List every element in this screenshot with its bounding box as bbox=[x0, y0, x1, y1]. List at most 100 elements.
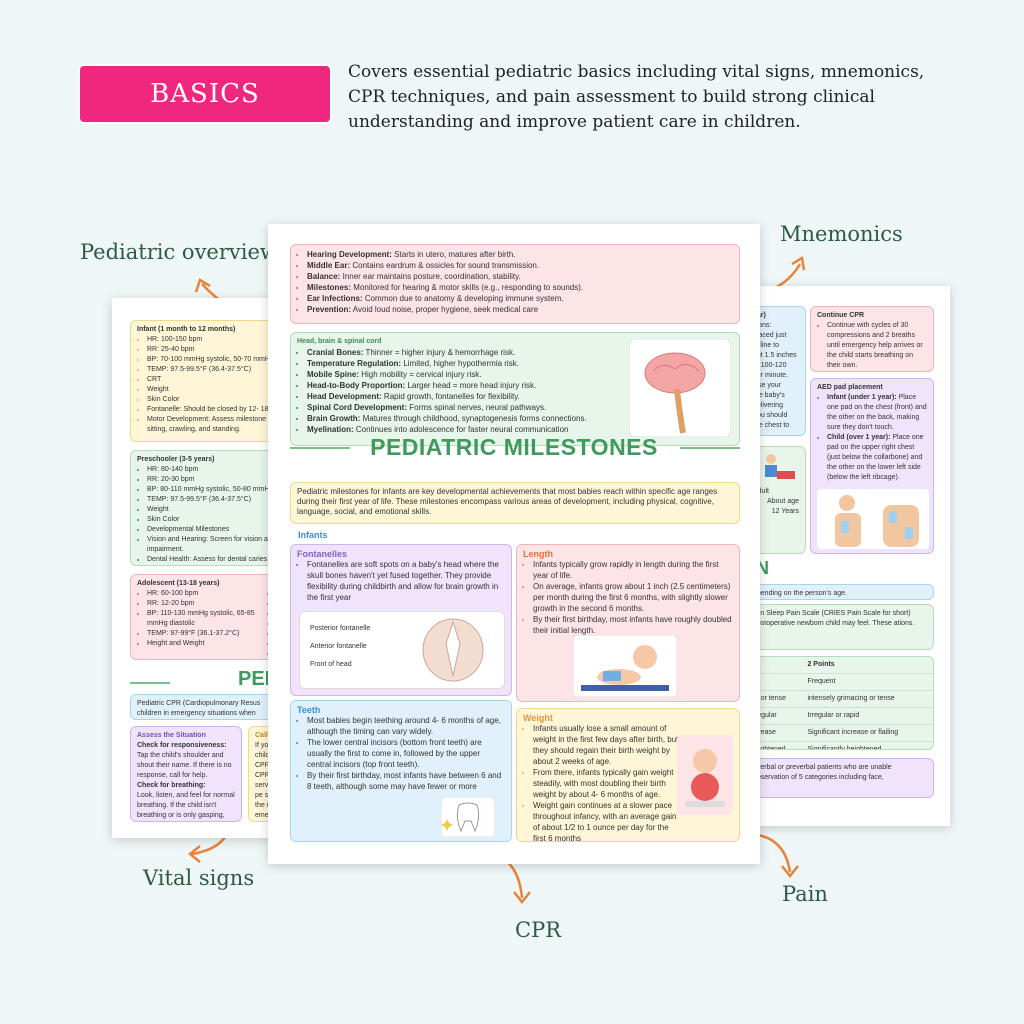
aed-title: AED pad placement bbox=[817, 384, 883, 391]
list-item: Middle Ear: Contains eardrum & ossicles … bbox=[307, 260, 733, 271]
sheet-cpr-pain: ear) sions: placed just le line to out 1… bbox=[752, 286, 950, 826]
item-text: Avoid loud noise, proper hygiene, seek m… bbox=[352, 305, 539, 314]
brain-illustration-icon bbox=[629, 339, 731, 437]
item-text: Thinner = higher injury & hemorrhage ris… bbox=[365, 348, 516, 357]
list-item: Myelination: Continues into adolescence … bbox=[307, 424, 627, 435]
table-cell bbox=[752, 657, 804, 674]
sheet-pediatric-overview: Infant (1 month to 12 months) HR: 100-15… bbox=[112, 298, 282, 838]
table-cell: Significantly heightened bbox=[803, 741, 933, 749]
title-rule-left bbox=[290, 447, 350, 449]
divider bbox=[130, 682, 170, 684]
assess-breath-label: Check for breathing: bbox=[137, 782, 206, 789]
list-item: Hearing Development: Starts in utero, ma… bbox=[307, 249, 733, 260]
basics-badge: BASICS bbox=[80, 66, 330, 122]
pain-age-box: epending on the person's age. bbox=[752, 584, 934, 600]
list-item: HR: 60-100 bpm bbox=[147, 589, 257, 599]
table-cell: Irregular or rapid bbox=[803, 707, 933, 725]
item-text: Continues into adolescence for faster ne… bbox=[355, 425, 569, 434]
list-item: Dental Health: Assess for dental caries … bbox=[147, 555, 282, 565]
list-item: HR: 80-140 bpm bbox=[147, 465, 282, 475]
twelve-years-label: 12 Years bbox=[771, 508, 799, 515]
milestones-intro-box: Pediatric milestones for infants are key… bbox=[290, 482, 740, 524]
list-item: Weight gain continues at a slower pace t… bbox=[533, 800, 679, 841]
list-item: Skin Color bbox=[147, 515, 282, 525]
list-item: HR: 100-150 bpm bbox=[147, 335, 282, 345]
item-label: Spinal Cord Development: bbox=[307, 403, 408, 412]
item-label: Myelination: bbox=[307, 425, 354, 434]
infants-label: Infants bbox=[298, 530, 328, 540]
cpr-age-box: Adult About age 12 Years bbox=[752, 446, 806, 554]
item-text: Monitored for hearing & motor skills (e.… bbox=[353, 283, 584, 292]
list-item: TEMP: 97.5-99.5°F (36.4-37.5°C) bbox=[147, 495, 282, 505]
item-text: Matures through childhood, synaptogenesi… bbox=[362, 414, 587, 423]
adolescent-vitals-box: Adolescent (13-18 years) HR: 60-100 bpm … bbox=[130, 574, 282, 660]
continue-cpr-box: Continue CPR Continue with cycles of 30 … bbox=[810, 306, 934, 372]
left-col-line: placed just bbox=[753, 332, 787, 339]
fontanelle-label: Posterior fontanelle bbox=[310, 625, 371, 632]
item-text: Forms spinal nerves, neural pathways. bbox=[409, 403, 547, 412]
list-item: Spinal Cord Development: Forms spinal ne… bbox=[307, 402, 627, 413]
list-item: BP: 70-100 mmHg systolic, 50-70 mmH bbox=[147, 355, 282, 365]
length-box: Length Infants typically grow rapidly in… bbox=[516, 544, 740, 702]
aed-placement-illustration-icon bbox=[817, 489, 929, 549]
list-item: From there, infants typically gain weigh… bbox=[533, 767, 679, 800]
item-label: Head-to-Body Proportion: bbox=[307, 381, 406, 390]
item-text: Contains eardrum & ossicles for sound tr… bbox=[352, 261, 540, 270]
crawling-baby-icon bbox=[573, 635, 677, 697]
assess-breath-text: Look, listen, and feel for normal breath… bbox=[137, 792, 235, 819]
list-item: RR: 12-20 bpm bbox=[147, 599, 257, 609]
list-item: Brain Growth: Matures through childhood,… bbox=[307, 413, 627, 424]
teeth-title: Teeth bbox=[297, 705, 321, 715]
item-label: Mobile Spine: bbox=[307, 370, 359, 379]
list-item: Milestones: Monitored for hearing & moto… bbox=[307, 282, 733, 293]
infant-vitals-box: Infant (1 month to 12 months) HR: 100-15… bbox=[130, 320, 282, 442]
label-vital-signs: Vital signs bbox=[143, 866, 255, 890]
list-item: Temperature Regulation: Limited, higher … bbox=[307, 358, 627, 369]
preschooler-vitals-box: Preschooler (3-5 years) HR: 80-140 bpm R… bbox=[130, 450, 282, 566]
assess-title: Assess the Situation bbox=[137, 732, 206, 739]
left-col-line: of 100-120 bbox=[753, 362, 787, 369]
list-item: TEMP: 97-99°F (36.1-37.2°C) bbox=[147, 629, 257, 639]
label-pain: Pain bbox=[782, 882, 828, 906]
cpr-figure-icon bbox=[765, 454, 795, 479]
weight-box: Weight Infants usually lose a small amou… bbox=[516, 708, 740, 842]
label-mnemonics: Mnemonics bbox=[780, 222, 903, 246]
cries-text: tion Sleep Pain Scale (CRIES Pain Scale … bbox=[753, 610, 915, 627]
aed-pad-box: AED pad placement Infant (under 1 year):… bbox=[810, 378, 934, 554]
pain-footer-text: nverbal or preverbal patients who are un… bbox=[753, 764, 892, 781]
weight-title: Weight bbox=[523, 713, 553, 723]
list-item: Head Development: Rapid growth, fontanel… bbox=[307, 391, 627, 402]
item-label: Hearing Development: bbox=[307, 250, 392, 259]
table-row: nalFrequent bbox=[752, 673, 933, 691]
item-label: Head Development: bbox=[307, 392, 382, 401]
table-cell: ng or tense bbox=[752, 690, 804, 708]
aed-child-label: Child (over 1 year): bbox=[827, 434, 891, 441]
list-item: Motor Development: Assess milestone sitt… bbox=[147, 415, 282, 435]
list-item: Head-to-Body Proportion: Larger head = m… bbox=[307, 380, 627, 391]
list-item: Skin Color bbox=[147, 395, 282, 405]
cries-box: tion Sleep Pain Scale (CRIES Pain Scale … bbox=[752, 604, 934, 650]
left-col-line: sions: bbox=[753, 322, 772, 329]
aed-infant-label: Infant (under 1 year): bbox=[827, 394, 897, 401]
fontanelles-box: Fontanelles Fontanelles are soft spots o… bbox=[290, 544, 512, 696]
left-col-line: per minute. bbox=[753, 372, 789, 379]
item-text: Inner ear maintains posture, coordinatio… bbox=[342, 272, 521, 281]
left-col-line: delivering bbox=[753, 402, 783, 409]
left-col-line: You should bbox=[753, 412, 788, 419]
cpr-compression-box: ear) sions: placed just le line to out 1… bbox=[752, 306, 806, 436]
cpr-intro-text: Pediatric CPR (Cardiopulmonary Resus chi… bbox=[137, 700, 261, 717]
assess-resp-label: Check for responsiveness: bbox=[137, 742, 227, 749]
list-item: Developmental Milestones bbox=[147, 525, 282, 535]
table-cell: intensely grimacing or tense bbox=[803, 690, 933, 708]
table-cell: 2 Points bbox=[803, 657, 933, 674]
left-col-line: the chest to bbox=[753, 422, 790, 429]
list-item: RR: 25-40 bpm bbox=[147, 345, 282, 355]
continue-text: Continue with cycles of 30 compressions … bbox=[827, 321, 927, 371]
sheet-pediatric-milestones: Hearing Development: Starts in utero, ma… bbox=[268, 224, 760, 864]
adolescent-title: Adolescent (13-18 years) bbox=[137, 580, 220, 587]
list-item: Infants usually lose a small amount of w… bbox=[533, 723, 679, 767]
list-item: Fontanelle: Should be closed by 12- 18 bbox=[147, 405, 282, 415]
teeth-box: Teeth Most babies begin teething around … bbox=[290, 700, 512, 842]
item-text: Larger head = more head injury risk. bbox=[407, 381, 537, 390]
continue-title: Continue CPR bbox=[817, 312, 865, 319]
